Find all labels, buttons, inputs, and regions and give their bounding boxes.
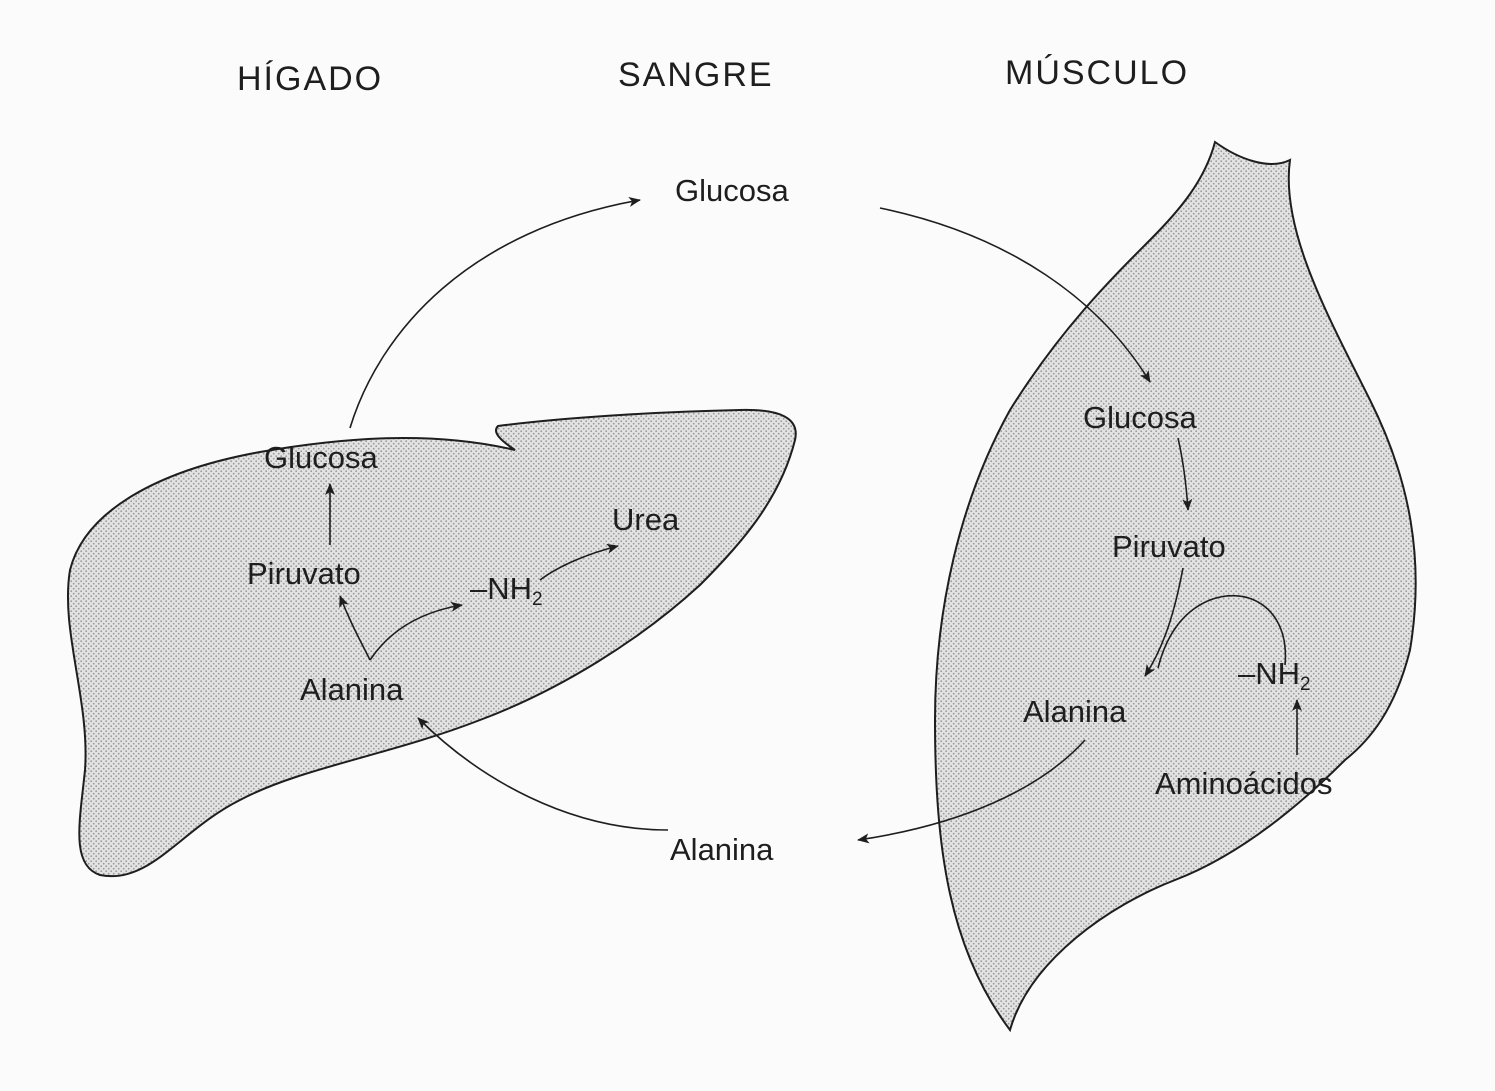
muscle-nh2-subscript: 2	[1300, 674, 1311, 695]
header-blood: SANGRE	[618, 56, 774, 94]
blood-glucose-label: Glucosa	[675, 173, 789, 208]
arrow-blood-alanine-to-liver	[417, 717, 669, 831]
arrow-liver-alanine-to-pyruvate	[339, 595, 371, 661]
arrow-liver-glucose-to-blood	[349, 196, 641, 429]
liver-glucose-label: Glucosa	[264, 440, 378, 475]
muscle-alanine-label: Alanina	[1023, 694, 1127, 729]
arrow-muscle-alanine-to-blood	[857, 739, 1086, 844]
liver-nh2-text: –NH	[470, 571, 533, 606]
muscle-nh2-label: –NH2	[1238, 658, 1311, 694]
arrow-muscle-glucose-to-pyruvate	[1177, 437, 1193, 511]
muscle-glucose-label: Glucosa	[1083, 400, 1197, 435]
blood-alanine-label: Alanina	[670, 832, 774, 867]
liver-alanine-label: Alanina	[300, 672, 404, 707]
header-liver: HÍGADO	[237, 60, 384, 98]
liver-urea-label: Urea	[612, 502, 680, 537]
arrow-blood-glucose-to-muscle	[879, 207, 1151, 383]
arrow-nh2-to-alanine-muscle	[1157, 595, 1287, 669]
arrow-muscle-pyruvate-to-alanine	[1144, 567, 1184, 677]
liver-nh2-label: –NH2	[470, 573, 543, 609]
header-muscle: MÚSCULO	[1005, 54, 1190, 92]
arrow-liver-alanine-to-nh2	[369, 601, 463, 661]
liver-nh2-subscript: 2	[532, 589, 543, 610]
liver-pyruvate-label: Piruvato	[247, 556, 361, 591]
arrow-nh2-to-urea	[539, 543, 619, 581]
muscle-organ-shape	[933, 140, 1417, 1033]
liver-organ-shape	[66, 408, 797, 878]
muscle-aminoacids-label: Aminoácidos	[1155, 766, 1333, 801]
muscle-nh2-text: –NH	[1238, 656, 1301, 691]
muscle-pyruvate-label: Piruvato	[1112, 529, 1226, 564]
